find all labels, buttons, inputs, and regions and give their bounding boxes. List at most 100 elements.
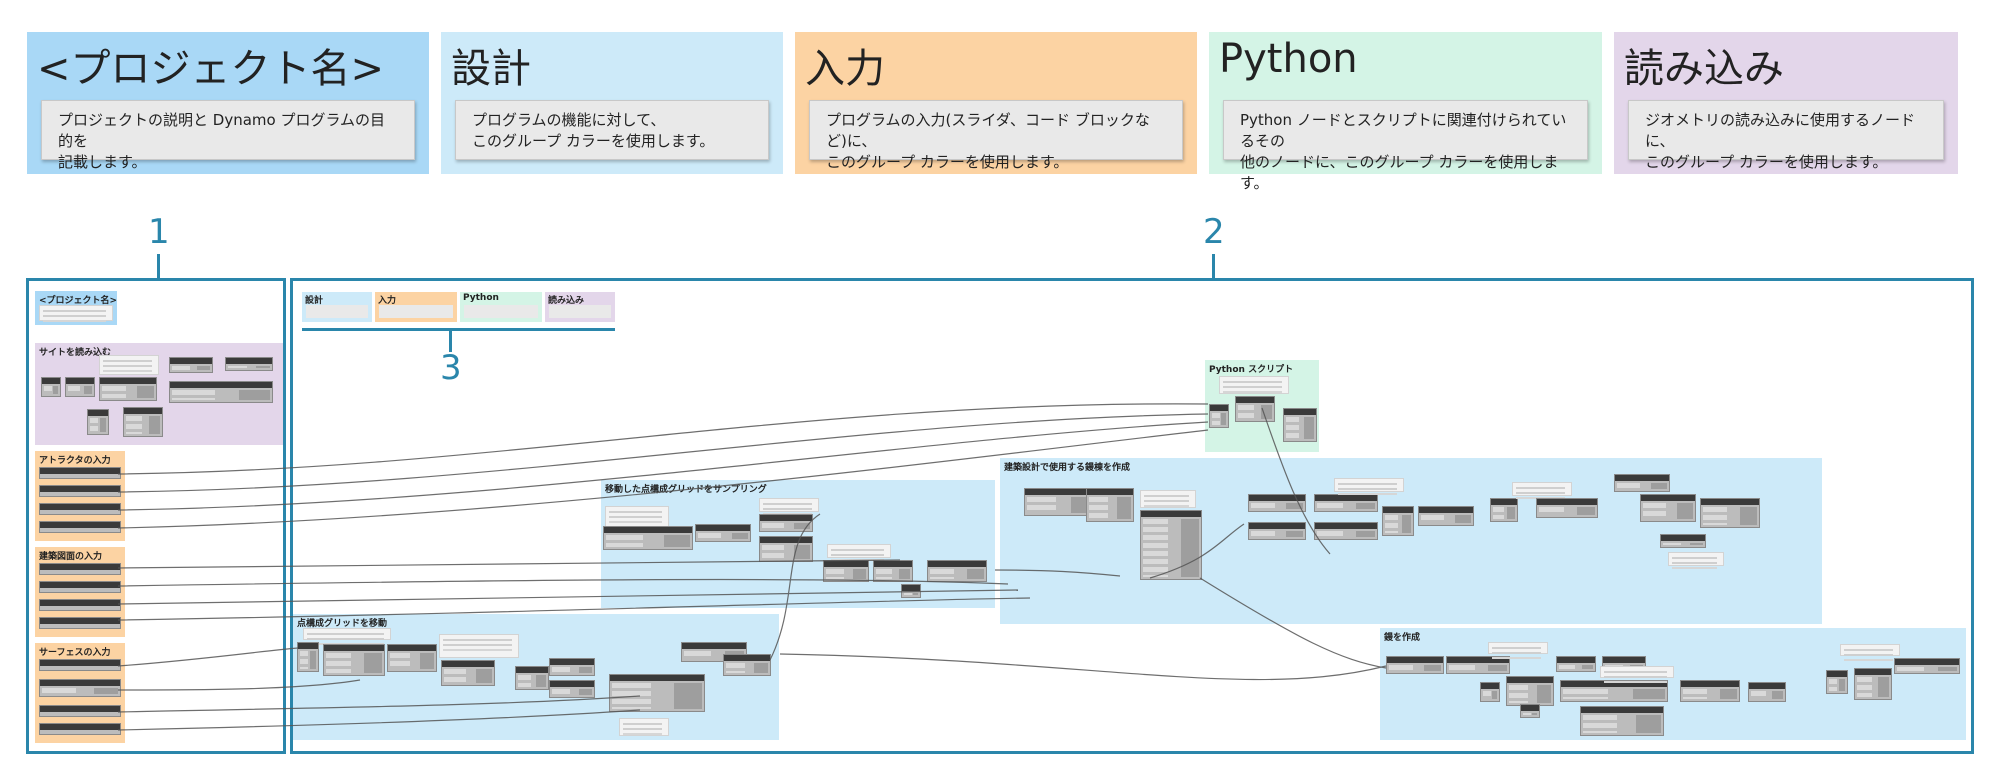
left-panel: <プロジェクト名> サイトを読み込む アトラクタの入力 建築図面の入力 サーフェ… <box>26 278 286 754</box>
node[interactable] <box>1506 676 1554 706</box>
node[interactable] <box>1283 408 1317 442</box>
legend-title: 設計 <box>451 46 531 92</box>
note <box>1488 642 1548 654</box>
node[interactable] <box>1446 656 1510 674</box>
node[interactable] <box>1680 680 1740 702</box>
group-title: 鏝を作成 <box>1384 633 1421 643</box>
node[interactable] <box>39 503 121 515</box>
note <box>303 628 391 640</box>
note <box>39 305 113 321</box>
node[interactable] <box>225 357 273 371</box>
node[interactable] <box>39 705 121 717</box>
node[interactable] <box>927 560 987 582</box>
node[interactable] <box>1490 498 1518 522</box>
node[interactable] <box>695 524 751 542</box>
legend-description: ジオメトリの読み込みに使用するノードに、 このグループ カラーを使用します。 <box>1628 100 1944 171</box>
node[interactable] <box>1614 474 1670 492</box>
node[interactable] <box>1248 522 1306 540</box>
node[interactable] <box>1382 506 1414 536</box>
node[interactable] <box>1660 534 1706 548</box>
node[interactable] <box>39 679 121 697</box>
group-title: 移動した点構成グリッドをサンプリング <box>605 485 767 495</box>
node[interactable] <box>87 409 109 435</box>
node[interactable] <box>39 659 121 671</box>
mini-legend-design: 設計 <box>302 292 372 322</box>
node[interactable] <box>1826 670 1848 694</box>
note <box>99 355 159 375</box>
group-title: サーフェスの入力 <box>39 648 111 658</box>
node[interactable] <box>323 644 385 676</box>
node[interactable] <box>39 485 121 497</box>
legend-title: Python <box>1219 36 1358 82</box>
node[interactable] <box>1480 682 1500 702</box>
callout-3-label: 3 <box>440 348 462 388</box>
node[interactable] <box>39 723 121 735</box>
node[interactable] <box>759 536 813 562</box>
note <box>1512 482 1572 496</box>
group-title: サイトを読み込む <box>39 348 112 358</box>
node[interactable] <box>1386 656 1444 674</box>
callout-2-tick <box>1212 254 1215 280</box>
node[interactable] <box>1536 498 1598 518</box>
group-title: 点構成グリッドを移動 <box>297 619 388 629</box>
node[interactable] <box>39 563 121 575</box>
legend-python: Python Python ノードとスクリプトに関連付けられているその 他のノー… <box>1209 32 1602 192</box>
node[interactable] <box>1248 494 1306 512</box>
node[interactable] <box>1086 488 1134 522</box>
note <box>1600 666 1674 678</box>
node[interactable] <box>441 660 495 686</box>
node[interactable] <box>1314 522 1378 540</box>
node[interactable] <box>515 666 549 690</box>
node[interactable] <box>387 644 437 672</box>
note <box>1334 478 1404 492</box>
note <box>619 718 669 736</box>
node[interactable] <box>1640 494 1696 522</box>
legend-input: 入力 プログラムの入力(スライダ、コード ブロックなど)に、 このグループ カラ… <box>795 32 1197 174</box>
node[interactable] <box>39 599 121 611</box>
group-building-floors: 建築設計で使用する鏝棟を作成 <box>1000 458 1822 624</box>
node[interactable] <box>1854 668 1892 700</box>
node[interactable] <box>603 526 693 550</box>
group-title: 建築図面の入力 <box>39 552 103 562</box>
legend-title: 読み込み <box>1624 46 1784 92</box>
node[interactable] <box>297 642 319 672</box>
node[interactable] <box>1140 510 1202 580</box>
node[interactable] <box>41 377 61 397</box>
node[interactable] <box>123 407 163 437</box>
node[interactable] <box>39 467 121 479</box>
node[interactable] <box>759 514 813 532</box>
node[interactable] <box>1580 706 1664 736</box>
node[interactable] <box>723 654 771 676</box>
node[interactable] <box>1748 682 1786 702</box>
node[interactable] <box>1235 396 1275 422</box>
node[interactable] <box>39 521 121 533</box>
node[interactable] <box>169 357 213 373</box>
legend-title: 入力 <box>805 46 885 92</box>
note <box>1140 490 1196 508</box>
node[interactable] <box>1520 704 1540 718</box>
group-import-site: サイトを読み込む <box>35 343 283 445</box>
node[interactable] <box>65 377 95 397</box>
callout-3-tick <box>449 330 452 352</box>
node[interactable] <box>1314 494 1378 512</box>
node[interactable] <box>39 581 121 593</box>
node[interactable] <box>549 658 595 676</box>
node[interactable] <box>169 381 273 403</box>
node[interactable] <box>1418 506 1474 526</box>
node[interactable] <box>1024 488 1094 516</box>
node[interactable] <box>1894 658 1960 674</box>
callout-1-tick <box>157 254 160 280</box>
node[interactable] <box>1700 498 1760 528</box>
callout-1-label: 1 <box>148 212 170 252</box>
node[interactable] <box>549 680 595 698</box>
group-python-script: Python スクリプト <box>1205 360 1319 452</box>
node[interactable] <box>99 377 157 401</box>
node[interactable] <box>823 560 869 582</box>
node[interactable] <box>39 617 121 629</box>
node[interactable] <box>1560 680 1668 702</box>
node[interactable] <box>901 584 921 598</box>
node[interactable] <box>873 560 913 582</box>
node[interactable] <box>1556 656 1596 672</box>
node[interactable] <box>609 674 705 712</box>
node[interactable] <box>1209 404 1229 428</box>
